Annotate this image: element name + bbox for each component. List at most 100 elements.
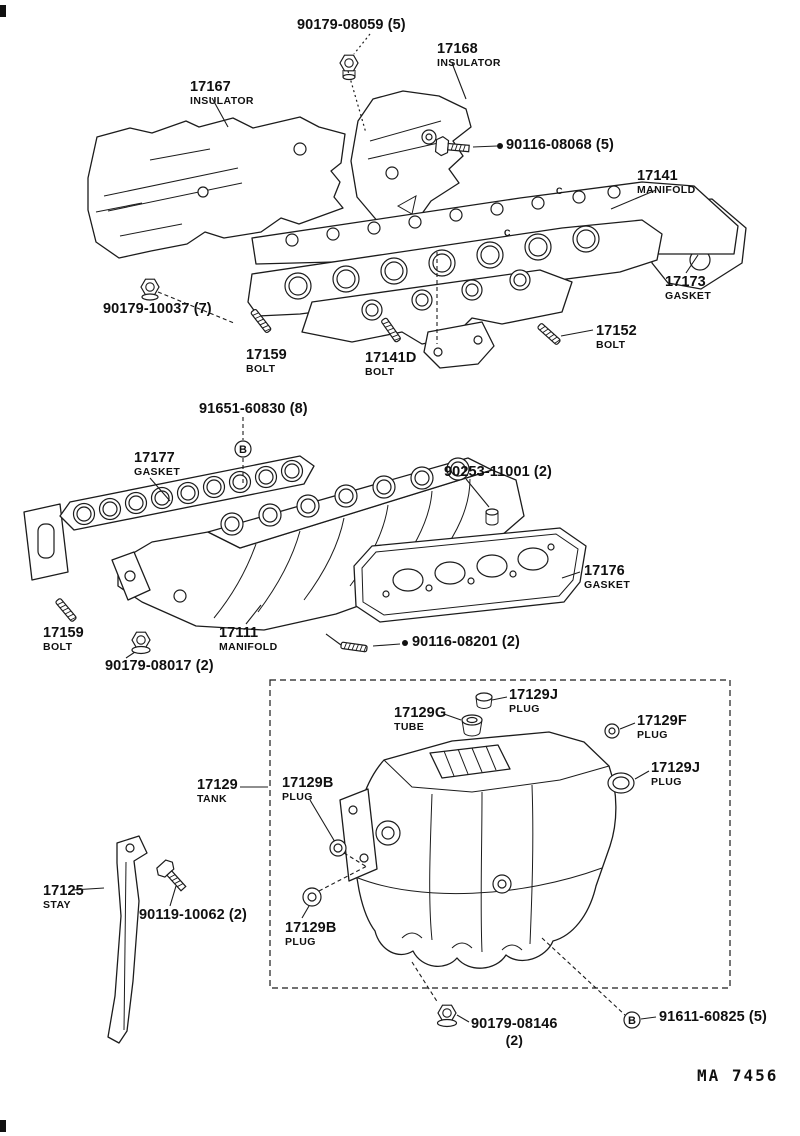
part-sub-label: GASKET [584,578,631,591]
part-number: 17129J [509,687,558,703]
plug-icon [302,887,322,907]
part-number: 90179-08059 (5) [297,17,406,33]
part-sub-label: TANK [197,792,227,805]
part-number: 90119-10062 (2) [139,907,247,923]
part-number: 90116-08201 (2) [412,634,520,650]
intake-manifold-drawing [111,457,525,631]
nut-icon [131,631,151,649]
part-sub-label: BOLT [596,338,626,351]
part-number: 90179-08017 (2) [105,658,214,674]
part-sub-label: GASKET [665,289,712,302]
part-label-17125: 17125 STAY [43,883,84,911]
part-sub-label: STAY [43,898,71,911]
stud-bolt-icon [536,322,562,346]
part-label-90179-08059: 90179-08059 (5) [297,17,406,34]
part-label-17176: 17176 GASKET [584,563,631,591]
part-label-90253-11001: 90253-11001 (2) [444,464,552,481]
part-sub-label: PLUG [509,702,540,715]
part-sub-label: BOLT [43,640,73,653]
part-label-90179-08146: 90179-08146 (2) [471,1016,558,1048]
intake-tank-drawing [339,731,617,969]
tube-icon [461,714,483,737]
part-sub-label: PLUG [282,790,313,803]
part-label-17129B-a: 17129B PLUG [282,775,334,803]
plug-icon [329,839,347,857]
part-number: 17125 [43,883,84,899]
stay-bracket-drawing [107,835,148,1044]
part-number: 91651-60830 (8) [199,401,308,417]
part-label-17159-b: 17159 BOLT [43,625,84,653]
part-label-17129J-a: 17129J PLUG [509,687,558,715]
part-sub-label: BOLT [246,362,276,375]
part-sub-label: INSULATOR [437,56,501,69]
plug-icon [604,723,620,739]
part-label-17173: 17173 GASKET [665,274,712,302]
part-sub-label: BOLT [365,365,395,378]
part-label-17129F: 17129F PLUG [637,713,687,741]
part-label-90119-10062: 90119-10062 (2) [139,907,247,924]
union-plug-drawing [485,508,499,526]
leader-lines [71,33,699,1023]
stud-bolt-icon [340,641,368,653]
part-number: 17129J [651,760,700,776]
part-label-17177: 17177 GASKET [134,450,181,478]
nut-icon [140,278,160,296]
part-sub-label: MANIFOLD [637,183,696,196]
intake-gasket-left-drawing [23,455,315,581]
print-mark-bottom [0,1120,6,1132]
part-number: 17173 [665,274,706,290]
part-sub-label: GASKET [134,465,181,478]
part-number: 17159 [246,347,287,363]
part-label-17159-a: 17159 BOLT [246,347,287,375]
part-sub-label: INSULATOR [190,94,254,107]
part-label-17141D: 17141D BOLT [365,350,417,378]
plug-icon [475,692,493,709]
bolt-icon [153,857,192,896]
part-label-17152: 17152 BOLT [596,323,637,351]
part-number: 17167 [190,79,231,95]
part-label-91611-60825: 91611-60825 (5) [659,1009,767,1026]
part-number: 17177 [134,450,175,466]
part-quantity: (2) [505,1031,523,1048]
part-label-90116-08201: 90116-08201 (2) [412,634,520,651]
part-number: 17159 [43,625,84,641]
part-label-17167: 17167 INSULATOR [190,79,254,107]
b-callout-marker: B [234,440,252,458]
fasteners: B B [54,54,641,1029]
svg-text:B: B [239,444,247,456]
part-label-17129: 17129 TANK [197,777,238,805]
intake-gasket-right-drawing [353,527,587,623]
part-label-91651-60830: 91651-60830 (8) [199,401,308,418]
nut-icon [437,1004,457,1022]
part-number: 17129B [285,920,337,936]
nut-icon [339,54,359,72]
part-label-17111: 17111 MANIFOLD [219,625,278,653]
part-number: 17141D [365,350,417,366]
part-number: 17129 [197,777,238,793]
part-number: 90116-08068 (5) [506,137,614,153]
part-label-17168: 17168 INSULATOR [437,41,501,69]
part-number: 91611-60825 (5) [659,1009,767,1025]
part-label-17129G: 17129G TUBE [394,705,447,733]
part-number: 17152 [596,323,637,339]
part-number: 17176 [584,563,625,579]
part-number: 17129G [394,705,447,721]
part-label-17129J-b: 17129J PLUG [651,760,700,788]
stud-bolt-icon [54,597,78,623]
part-label-90179-10037: 90179-10037 (7) [103,301,212,318]
part-label-17129B-b: 17129B PLUG [285,920,337,948]
part-number: 17168 [437,41,478,57]
plug-icon [607,772,635,794]
part-sub-label: TUBE [394,720,425,733]
part-number: 17129B [282,775,334,791]
part-label-17141: 17141 MANIFOLD [637,168,696,196]
casting-mark-c: C [556,186,563,196]
part-number: 17111 [219,625,259,641]
part-label-90116-08068: 90116-08068 (5) [506,137,614,154]
casting-mark-c: C [504,228,511,238]
part-label-90179-08017: 90179-08017 (2) [105,658,214,675]
part-number: 90253-11001 (2) [444,464,552,480]
tank-assembly-boundary [269,679,731,989]
